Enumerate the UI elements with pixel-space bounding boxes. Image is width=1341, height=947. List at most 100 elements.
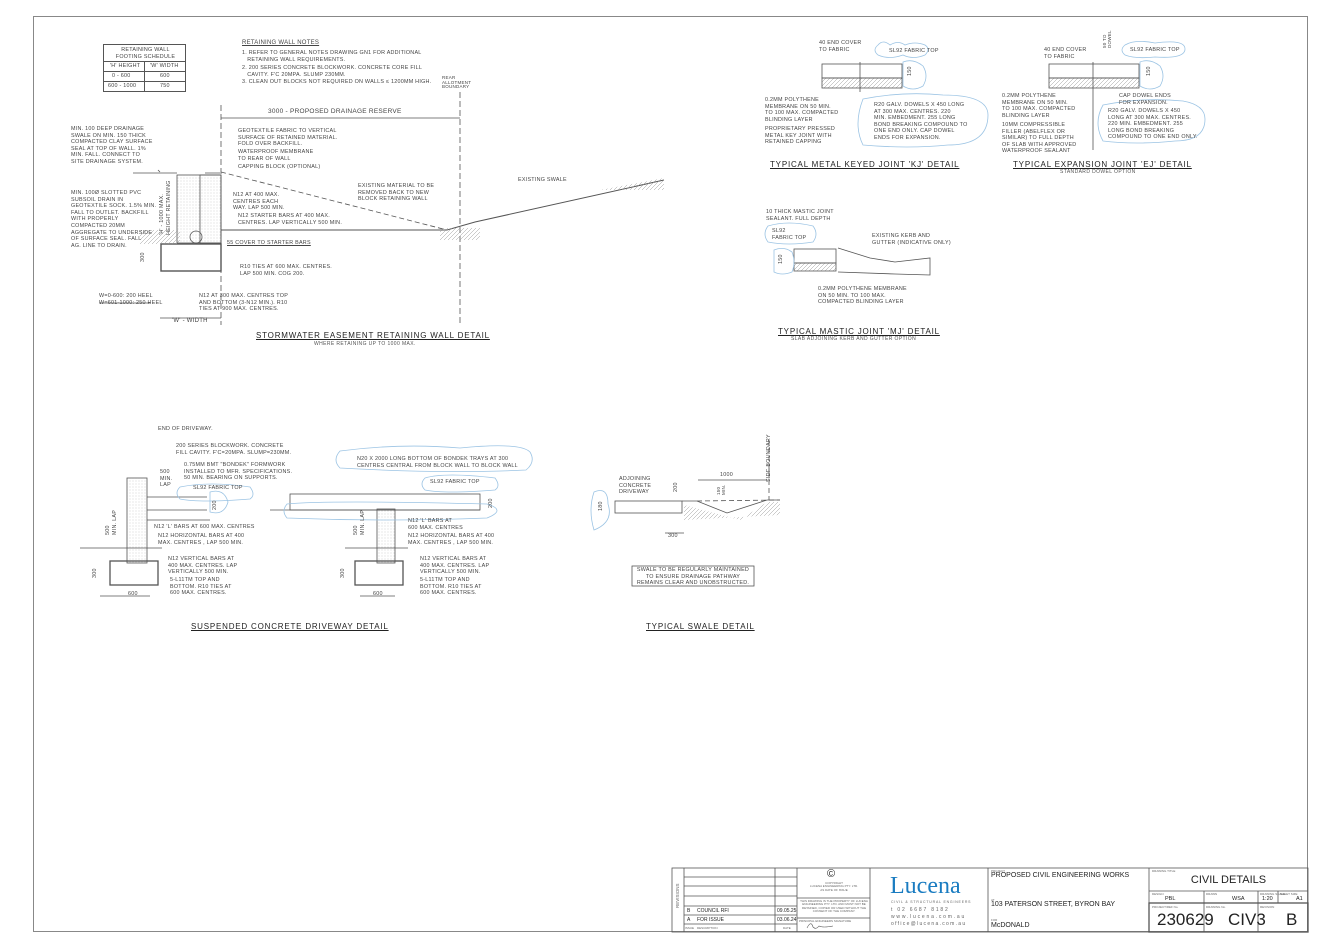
ej-membrane: 0.2mm POLYTHENE MEMBRANE ON 50 MIN. TO 1… — [1002, 93, 1076, 119]
dimension: 150 — [778, 254, 784, 264]
n20-label: N20 x 2000 LONG BOTTOM OF BONDEK TRAYS A… — [357, 456, 518, 469]
schedule-header: 'H' HEIGHT — [110, 63, 141, 69]
vertical-bars-label: N12 VERTICAL BARS AT 400 MAX. CENTRES. L… — [420, 556, 490, 576]
lap-dimension: 500 MIN. LAP — [105, 509, 118, 535]
driveway-title: SUSPENDED CONCRETE DRIVEWAY DETAIL — [191, 622, 389, 631]
ej-joint-drawing — [1048, 41, 1206, 150]
ej-title: TYPICAL EXPANSION JOINT 'EJ' DETAIL — [1013, 160, 1192, 169]
schedule-header: 'W' WIDTH — [150, 63, 179, 69]
lucena-logo: Lucena — [890, 873, 961, 899]
trench-mesh-label: 5-L11TM TOP AND BOTTOM. R10 TIES AT 600 … — [420, 577, 482, 597]
existing-swale-label: EXISTING SWALE — [518, 177, 567, 183]
schedule-cell: 750 — [160, 83, 170, 89]
project-name: PROPOSED CIVIL ENGINEERING WORKS — [991, 872, 1130, 879]
swale-drawing — [590, 440, 781, 587]
field-label: PROJECT/REF No. — [1152, 905, 1179, 909]
field-label: AT — [991, 898, 995, 902]
starter-bars-label: N12 STARTER BARS AT 400 MAX. CENTRES. LA… — [238, 213, 343, 226]
kj-title: TYPICAL METAL KEYED JOINT 'KJ' DETAIL — [770, 160, 960, 169]
dimension: 300 — [92, 568, 98, 578]
capping-label: CAPPING BLOCK (OPTIONAL) — [238, 164, 321, 170]
website: www.lucena.com.au — [891, 914, 967, 920]
dimension: 1000 — [720, 472, 733, 478]
schedule-cell: 600 — [160, 73, 170, 79]
dimension: 600 — [128, 591, 138, 597]
field-label: DRAWING SCALE — [1260, 892, 1286, 896]
side-boundary-label: SIDE BOUNDARY — [766, 434, 772, 482]
phone: t 02 6687 8182 — [891, 907, 950, 913]
sheet-size: A1 — [1296, 896, 1303, 902]
field-label: DESIGN — [1152, 892, 1164, 896]
mj-kerb: EXISTING KERB AND GUTTER (INDICATIVE ONL… — [872, 233, 951, 246]
membrane-label: WATERPROOF MEMBRANE TO REAR OF WALL — [238, 149, 314, 162]
end-of-driveway-label: END OF DRIVEWAY. — [158, 426, 213, 432]
field-label: DRAWN — [1206, 892, 1218, 896]
signature-label: PRINCIPAL ENGINEERS SIGNATURE — [799, 919, 852, 923]
design-initials: PBL — [1165, 896, 1176, 902]
heel-label: W=0-600: 200 HEEL W=601-1000: 250 HEEL — [99, 293, 163, 306]
signature-image — [806, 923, 834, 929]
revision-description: COUNCIL RFI — [697, 908, 729, 914]
lap-dimension: 500 MIN. LAP — [353, 509, 366, 535]
copyright-text: COPYRIGHT LUCENA ENGINEERING PTY. LTD. A… — [809, 881, 859, 892]
schedule-title: RETAINING WALL FOOTING SCHEDULE — [115, 47, 176, 60]
project-address: 103 PATERSON STREET, BYRON BAY — [991, 901, 1116, 908]
revisions-label: REVISIONS — [675, 883, 680, 908]
subsoil-label: MIN. 100Ø SLOTTED PVC SUBSOIL DRAIN IN G… — [71, 190, 157, 249]
existing-material-label: EXISTING MATERIAL TO BE REMOVED BACK TO … — [358, 183, 435, 203]
drawn-initials: WSA — [1232, 896, 1245, 902]
schedule-cell: 600 - 1000 — [108, 83, 137, 89]
drawing-title: CIVIL DETAILS — [1190, 874, 1267, 886]
revision-issue: A — [687, 917, 691, 923]
column-header: DESCRIPTION — [697, 926, 718, 930]
notes-title: RETAINING WALL NOTES — [242, 40, 320, 46]
field-label: FOR — [991, 918, 998, 922]
column-header: DATE — [783, 926, 791, 930]
dimension: 180 — [598, 501, 604, 511]
footing-schedule-table: RETAINING WALL FOOTING SCHEDULE 'H' HEIG… — [103, 44, 186, 92]
dimension: 150 — [1146, 66, 1152, 76]
vertical-bars-label: N12 VERTICAL BARS AT 400 MAX. CENTRES. L… — [168, 556, 238, 576]
height-dimension: 'H' - 1000 MAX. HEIGHT RETAINING — [159, 180, 172, 235]
drawing-scale: 1:20 — [1262, 896, 1273, 902]
adjoining-driveway-label: ADJOINING CONCRETE DRIVEWAY — [619, 476, 652, 496]
ej-filler: 10mm COMPRESSIBLE FILLER (ABELFLEX OR SI… — [1002, 122, 1077, 155]
email: office@lucena.com.au — [891, 921, 967, 927]
horizontal-bars-label: N12 HORIZONTAL BARS AT 400 MAX. CENTRES … — [158, 533, 245, 546]
note-item: 3. CLEAN OUT BLOCKS NOT REQUIRED ON WALL… — [242, 79, 432, 85]
note-item: 1. REFER TO GENERAL NOTES DRAWING GN1 FO… — [242, 50, 422, 63]
kj-joint-drawing — [821, 41, 989, 148]
ties-label: R10 TIES AT 600 MAX. CENTRES. LAP 500 MI… — [240, 264, 333, 277]
revision-date: 09.05.25 — [777, 908, 797, 914]
retaining-wall-title: STORMWATER EASEMENT RETAINING WALL DETAI… — [256, 331, 490, 340]
mj-subtitle: SLAB ADJOINING KERB AND GUTTER OPTION — [791, 336, 917, 342]
project-number: 230629 — [1157, 910, 1214, 929]
blockwork-label: 200 SERIES BLOCKWORK. CONCRETE FILL CAVI… — [176, 443, 292, 456]
property-notice: THIS DRAWING IS THE PROPERTY OF LUCENA E… — [800, 899, 868, 914]
revision-issue: B — [687, 908, 691, 914]
kj-fabric: SL92 FABRIC TOP — [889, 48, 939, 54]
kj-dowels: R20 GALV. DOWELS x 450 LONG AT 300 MAX. … — [874, 102, 968, 141]
reserve-dimension: 3000 - PROPOSED DRAINAGE RESERVE — [268, 108, 402, 115]
drawing-sheet-border — [33, 16, 1308, 932]
logo-subtitle: CIVIL & STRUCTURAL ENGINEERS — [891, 900, 972, 904]
swale-maintenance-note: SWALE TO BE REGULARLY MAINTAINED TO ENSU… — [636, 567, 750, 587]
field-label: REVISION — [1260, 905, 1275, 909]
dimension: 150 MIN. — [716, 484, 726, 496]
driveway-drawing — [80, 445, 533, 597]
kj-end-cover: 40 END COVER TO FABRIC — [819, 40, 862, 53]
title-block-lines — [671, 867, 1309, 933]
mj-membrane: 0.2mm POLYTHENE MEMBRANE ON 50 MIN. TO 1… — [818, 286, 907, 306]
width-dimension: 'W' - WIDTH — [172, 318, 208, 324]
lap-dimension: 500 MIN. LAP — [160, 469, 173, 489]
dimension: 300 — [668, 533, 678, 539]
mj-joint-drawing — [764, 222, 931, 276]
dimension: 300 — [140, 252, 146, 262]
dimension: 200 — [488, 498, 494, 508]
bondek-label: 0.75mm BMT "BONDEK" FORMWORK INSTALLED T… — [184, 462, 293, 482]
fabric-label: SL92 FABRIC TOP — [430, 479, 480, 485]
ej-cap-dowel: CAP DOWEL ENDS FOR EXPANSION. — [1119, 93, 1172, 106]
fabric-label: SL92 FABRIC TOP — [193, 485, 243, 491]
ej-end-cover: 40 END COVER TO FABRIC — [1044, 47, 1087, 60]
